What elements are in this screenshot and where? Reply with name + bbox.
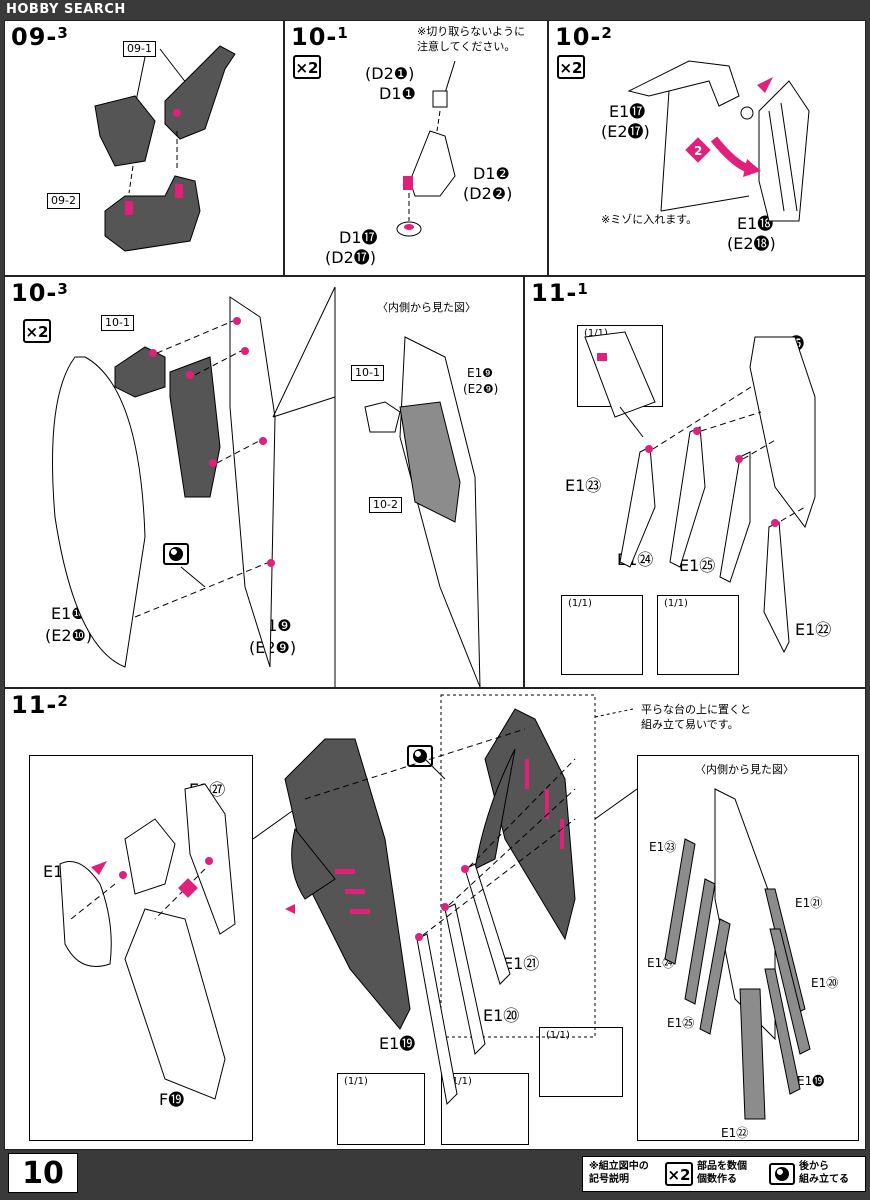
step-10-2-illustration: 2 (627, 60, 810, 222)
part-label-e1-19: E1⓳ (379, 1034, 416, 1053)
step-10-1-title: 10-1 (291, 23, 349, 51)
inside-label-e2-9: (E2❾) (463, 382, 499, 396)
part-label-e1-22: E1㉒ (795, 620, 832, 639)
hobby-search-logo: HOBBY SEARCH (6, 2, 126, 17)
inside-label-e1-20: E1⑳ (811, 976, 839, 990)
caution-note: ※切り取らないように 注意してください。 (417, 25, 525, 53)
scale-label: (1/1) (344, 1076, 368, 1087)
legend-title: ※組立図中の 記号説明 (589, 1161, 649, 1185)
inside-view-caption: 〈内側から見た図〉 (695, 763, 794, 776)
step-11-1-panel: 11-1 F⓯ E1㉓ E1㉔ E1㉕ E1㉒ (1/1) (1/1) (1/1… (524, 276, 866, 688)
inside-label-e1-22: E1㉒ (721, 1126, 749, 1140)
detail-callout: (1/1) (337, 1073, 425, 1145)
watermark-bar: HOBBY SEARCH (0, 0, 870, 20)
part-label-e2-9: (E2❾) (249, 638, 297, 657)
groove-note: ※ミゾに入れます。 (601, 213, 698, 226)
step-11-2-illustration (59, 694, 811, 1120)
part-label-d2-1: (D2❶) (365, 64, 415, 83)
flat-surface-tip: 平らな台の上に置くと 組み立て易いです。 (641, 703, 751, 731)
legend-x2-text: 部品を数個 個数作る (697, 1161, 747, 1185)
symbol-legend: ※組立図中の 記号説明 ×2 部品を数個 個数作る 後から 組み立てる (582, 1156, 866, 1192)
ref-tag-10-1: 10-1 (101, 315, 134, 331)
page-number: 10 (8, 1153, 78, 1193)
step-10-2-title: 10-2 (555, 23, 613, 51)
multiply-x2-badge: ×2 (293, 55, 321, 79)
part-label-d2-2: (D2❷) (463, 184, 513, 203)
ref-tag-10-2: 10-2 (369, 497, 402, 513)
inside-label-e1-23: E1㉓ (649, 840, 677, 854)
step-10-3-panel: 10-3 ×2 10-1 10-1 10-2 〈内側から見た図〉 E1❿ (E2… (4, 276, 524, 688)
legend-back-text: 後から 組み立てる (799, 1161, 849, 1185)
step-10-3-title: 10-3 (11, 279, 69, 307)
inside-label-e1-25: E1㉕ (667, 1016, 695, 1030)
inside-label-e1-19: E1⓳ (797, 1074, 825, 1088)
detail-callout: (1/1) (561, 595, 643, 675)
part-label-e2-18: (E2⓲) (727, 234, 776, 253)
part-label-e1-18: E1⓲ (737, 214, 774, 233)
inside-view-caption: 〈内側から見た図〉 (377, 301, 476, 314)
multiply-x2-badge: ×2 (557, 55, 585, 79)
detail-callout: (1/1) (657, 595, 739, 675)
scale-label: (1/1) (568, 598, 592, 609)
ref-tag-10-1-inside: 10-1 (351, 365, 384, 381)
part-label-f19: F⓳ (159, 1090, 185, 1109)
step-10-1-illustration (396, 60, 456, 237)
assemble-later-icon (163, 543, 189, 565)
assemble-later-icon (407, 745, 433, 767)
step-10-1-panel: 10-1 ×2 ※切り取らないように 注意してください。 (D2❶) D1❶ D… (284, 20, 548, 276)
step-11-1-title: 11-1 (531, 279, 589, 307)
detail-callout: (1/1) (539, 1027, 623, 1097)
step-09-3-panel: 09-3 09-1 09-2 (4, 20, 284, 276)
ref-tag-09-1: 09-1 (123, 41, 156, 57)
step-11-2-panel: 11-2 平らな台の上に置くと 組み立て易いです。 E1㉗ E1㉖ F⓳ E1㉑… (4, 688, 866, 1150)
scale-label: (1/1) (546, 1030, 570, 1041)
part-label-d1-17: D1⓱ (339, 228, 378, 247)
scale-label: (1/1) (584, 328, 608, 339)
legend-assemble-later-icon (769, 1163, 795, 1185)
part-label-e1-21: E1㉑ (503, 954, 540, 973)
inside-label-e1-9: E1❾ (467, 366, 493, 380)
step-09-3-title: 09-3 (11, 23, 69, 51)
part-label-d1-1: D1❶ (379, 84, 416, 103)
step-11-1-illustration (584, 331, 816, 654)
part-label-e1-17: E1⓱ (609, 102, 646, 121)
step-11-2-title: 11-2 (11, 691, 69, 719)
scale-label: (1/1) (664, 598, 688, 609)
ref-tag-09-2: 09-2 (47, 193, 80, 209)
step-10-3-illustration (52, 286, 481, 687)
part-label-e1-20: E1⑳ (483, 1006, 520, 1025)
step-09-3-illustration (94, 45, 236, 252)
part-label-e2-17: (E2⓱) (601, 122, 650, 141)
part-label-e2-10: (E2❿) (45, 626, 93, 645)
part-label-e1-10: E1❿ (51, 604, 86, 623)
part-label-d1-2: D1❷ (473, 164, 510, 183)
step-10-2-panel: 10-2 ×2 E1⓱ (E2⓱) ※ミゾに入れます。 E1⓲ (E2⓲) 2 (548, 20, 866, 276)
multiply-x2-badge: ×2 (23, 319, 51, 343)
legend-x2-symbol: ×2 (665, 1162, 693, 1186)
part-label-e1-23: E1㉓ (565, 476, 602, 495)
part-label-d2-17: (D2⓱) (325, 248, 376, 267)
part-label-e1-25: E1㉕ (679, 556, 716, 575)
step-number-2: 2 (694, 144, 702, 158)
scale-label: (1/1) (448, 1076, 472, 1087)
step-number-1-marker (757, 77, 773, 93)
inside-label-e1-21: E1㉑ (795, 896, 823, 910)
